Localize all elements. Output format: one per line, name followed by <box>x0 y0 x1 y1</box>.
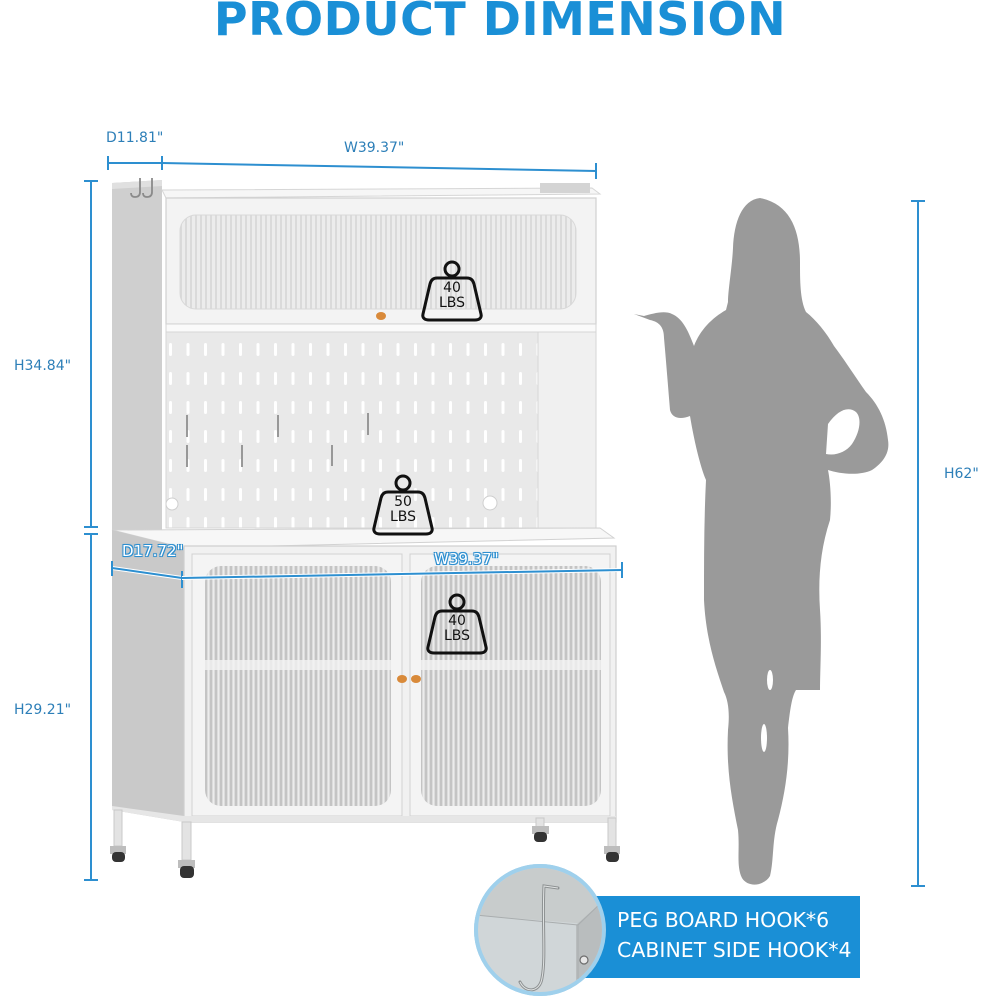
label-base-height: H29.21" <box>14 702 72 718</box>
weight-icon <box>372 474 434 536</box>
handle-icon <box>411 675 421 683</box>
pegboard <box>165 331 539 529</box>
load-badge-top-cabinet: 40 LBS <box>419 258 485 322</box>
label-hutch-height: H34.84" <box>14 358 72 374</box>
dimension-lines <box>84 156 925 887</box>
side-hook-icon <box>142 178 153 198</box>
accessory-line-pegboard-hooks: PEG BOARD HOOK*6 <box>617 908 830 932</box>
label-top-depth: D11.81" <box>106 130 164 146</box>
hutch-top <box>112 178 602 540</box>
label-base-width: W39.37" <box>434 550 499 568</box>
accessories-callout: PEG BOARD HOOK*6 CABINET SIDE HOOK*4 <box>560 896 860 978</box>
base-cabinet <box>110 527 620 878</box>
load-badge-countertop: 50 LBS <box>370 472 436 536</box>
handle-icon <box>397 675 407 683</box>
knob-icon <box>376 312 386 320</box>
woman-silhouette <box>634 198 889 885</box>
caster-wheel-icon <box>178 860 195 878</box>
pegboard-hooks <box>186 413 369 467</box>
caster-wheel-icon <box>110 846 126 862</box>
weight-icon <box>426 593 488 655</box>
caster-wheel-icon <box>604 846 620 862</box>
accessory-line-side-hooks: CABINET SIDE HOOK*4 <box>617 938 852 962</box>
caster-wheel-icon <box>532 826 549 842</box>
weight-icon <box>421 260 483 322</box>
label-top-width: W39.37" <box>344 140 405 156</box>
label-base-depth: D17.72" <box>122 542 184 560</box>
side-hook-icon <box>130 178 141 198</box>
label-total-height: H62" <box>944 466 979 482</box>
load-badge-base-shelf: 40 LBS <box>424 591 490 655</box>
page-title: PRODUCT DIMENSION <box>213 0 787 46</box>
